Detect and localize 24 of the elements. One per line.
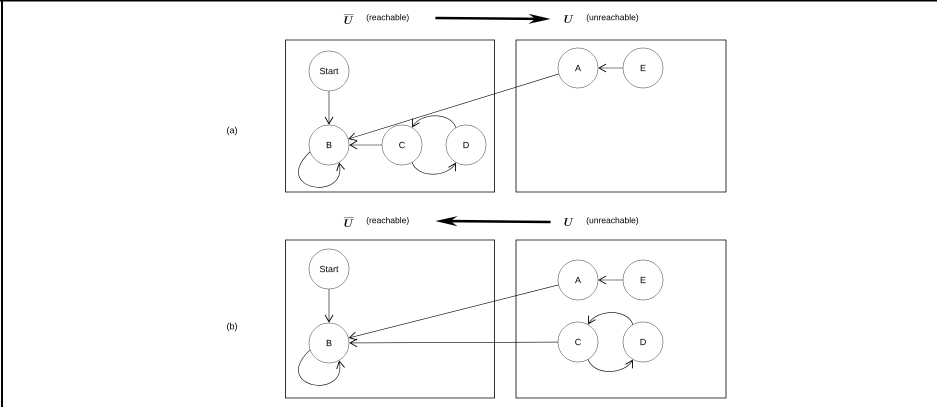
panel-heading: $\overline{\boldsymbol{U}}$: [344, 14, 354, 24]
panel-heading: $\boldsymbol{U}$: [564, 218, 574, 226]
arrow: [598, 276, 624, 284]
arrow: [412, 162, 456, 174]
arrow: [324, 90, 334, 125]
self-loop-arrow: [298, 152, 346, 188]
arrow: [349, 338, 558, 348]
panel-heading: (reachable): [366, 14, 409, 22]
panel-heading: (unreachable): [586, 217, 638, 225]
arrow: [588, 312, 634, 325]
arrow: [349, 140, 382, 150]
arrow: [598, 64, 624, 72]
panel-label: (a): [227, 126, 237, 136]
arrow: [348, 284, 559, 340]
panel-label: (b): [227, 322, 237, 332]
arrow: [588, 359, 633, 372]
arrow: [412, 116, 456, 128]
panel-heading: $\overline{\boldsymbol{U}}$: [344, 218, 354, 228]
panel-heading: (unreachable): [586, 14, 638, 22]
self-loop-arrow: [298, 350, 346, 386]
panel-heading: $\boldsymbol{U}$: [564, 15, 574, 23]
arrow: [348, 74, 559, 141]
arrow: [324, 288, 334, 323]
panel-heading: (reachable): [366, 217, 409, 225]
